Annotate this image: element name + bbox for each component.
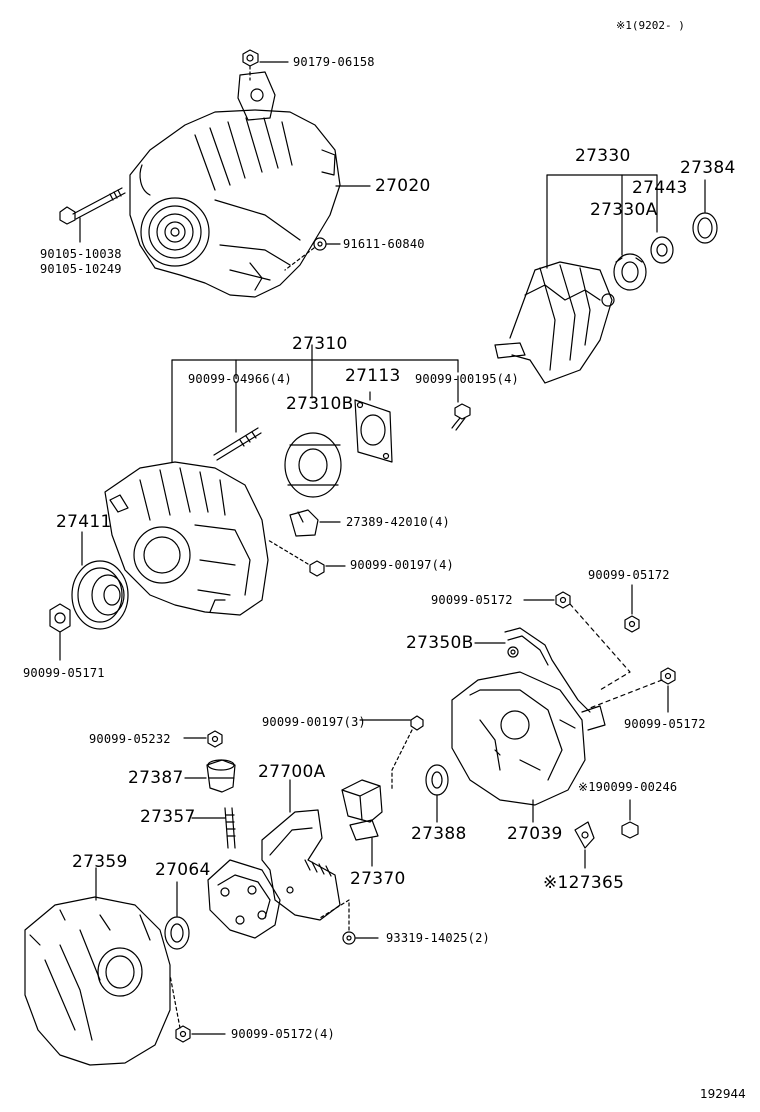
- leader-line: [284, 247, 315, 271]
- nut-icon: [624, 615, 640, 633]
- part-label-27700a: 27700A: [258, 762, 326, 782]
- part-label-90099-05232: 90099-05232: [89, 732, 171, 746]
- bolt-icon: [59, 187, 126, 225]
- bearing-cover-icon: [650, 236, 674, 264]
- stud-bolt-icon: [213, 427, 262, 461]
- pulley-icon: [71, 560, 129, 630]
- part-label-27310: 27310: [292, 334, 348, 354]
- retainer-ring-icon: [692, 212, 718, 244]
- screw-icon: [309, 560, 325, 577]
- rear-end-frame-icon: [24, 896, 171, 1066]
- drive-end-frame-icon: [104, 461, 269, 616]
- brush-icon: [341, 779, 383, 841]
- bearing-icon: [284, 432, 342, 498]
- washer-icon: [313, 237, 327, 251]
- part-label-27113: 27113: [345, 366, 401, 386]
- part-label-90099-00195: 90099-00195(4): [415, 372, 519, 386]
- part-label-27387: 27387: [128, 768, 184, 788]
- pulley-nut-icon: [49, 603, 71, 633]
- part-label-27039: 27039: [507, 824, 563, 844]
- screw-icon: [342, 931, 356, 945]
- part-label-90099-04966: 90099-04966(4): [188, 372, 292, 386]
- rotor-icon: [494, 261, 615, 384]
- screw-icon: [451, 403, 471, 431]
- leader-line: [169, 974, 181, 1029]
- part-label-27330: 27330: [575, 146, 631, 166]
- nut-icon: [175, 1025, 191, 1043]
- part-label-27350b: 27350B: [406, 633, 474, 653]
- insulator-icon: [289, 509, 319, 537]
- part-label-90099-00197-4: 90099-00197(4): [350, 558, 454, 572]
- lead-wire-icon: [504, 627, 591, 713]
- leader-line: [569, 603, 631, 691]
- clip-icon: [574, 821, 595, 849]
- nut-icon: [555, 591, 571, 609]
- part-label-90099-05172-top: 90099-05172: [588, 568, 670, 582]
- screw-icon: [621, 821, 639, 839]
- rectifier-holder-icon: [207, 807, 281, 939]
- terminal-insulator-icon: [206, 759, 236, 793]
- rear-end-cover-icon: [451, 671, 606, 806]
- part-label-27310b: 27310B: [286, 394, 354, 414]
- part-label-90099-00197-3: 90099-00197(3): [262, 715, 366, 729]
- part-label-91611-60840: 91611-60840: [343, 237, 425, 251]
- leader-line: [589, 679, 663, 709]
- part-label-90105-10038: 90105-10038: [40, 247, 122, 261]
- bushing-icon: [425, 764, 449, 796]
- part-label-27064: 27064: [155, 860, 211, 880]
- leader-line: [267, 539, 309, 565]
- part-label-27389-42010: 27389-42010(4): [346, 515, 450, 529]
- part-label-27370: 27370: [350, 869, 406, 889]
- part-label-90099-05172-4: 90099-05172(4): [231, 1027, 335, 1041]
- part-label-90099-00246: ※190099-00246: [578, 780, 678, 794]
- part-label-27365: ※127365: [543, 873, 625, 893]
- part-label-93319-14025: 93319-14025(2): [386, 931, 490, 945]
- alternator-assembly: [129, 71, 341, 298]
- part-label-27384: 27384: [680, 158, 736, 178]
- nut-icon: [207, 730, 223, 748]
- retainer-plate-icon: [354, 399, 393, 463]
- bearing-icon: [613, 253, 647, 291]
- part-label-90099-05172-right: 90099-05172: [624, 717, 706, 731]
- part-label-27359: 27359: [72, 852, 128, 872]
- leader-line: [391, 729, 413, 791]
- drawing-number: 192944: [700, 1087, 746, 1101]
- part-label-27330a: 27330A: [590, 200, 658, 220]
- part-label-27388: 27388: [411, 824, 467, 844]
- part-label-90099-05171: 90099-05171: [23, 666, 105, 680]
- seal-ring-icon: [164, 916, 190, 950]
- screw-icon: [410, 715, 424, 731]
- brush-holder-icon: [261, 809, 341, 921]
- nut-icon: [660, 667, 676, 685]
- leader-line: [319, 899, 350, 931]
- part-label-90099-05172-mid: 90099-05172: [431, 593, 513, 607]
- applicability-note: ※1(9202- ): [616, 19, 685, 32]
- nut-icon: [242, 49, 259, 67]
- part-label-27443: 27443: [632, 178, 688, 198]
- part-label-27020: 27020: [375, 176, 431, 196]
- part-label-27357: 27357: [140, 807, 196, 827]
- part-label-90179-06158: 90179-06158: [293, 55, 375, 69]
- part-label-90105-10249: 90105-10249: [40, 262, 122, 276]
- part-label-27411: 27411: [56, 512, 112, 532]
